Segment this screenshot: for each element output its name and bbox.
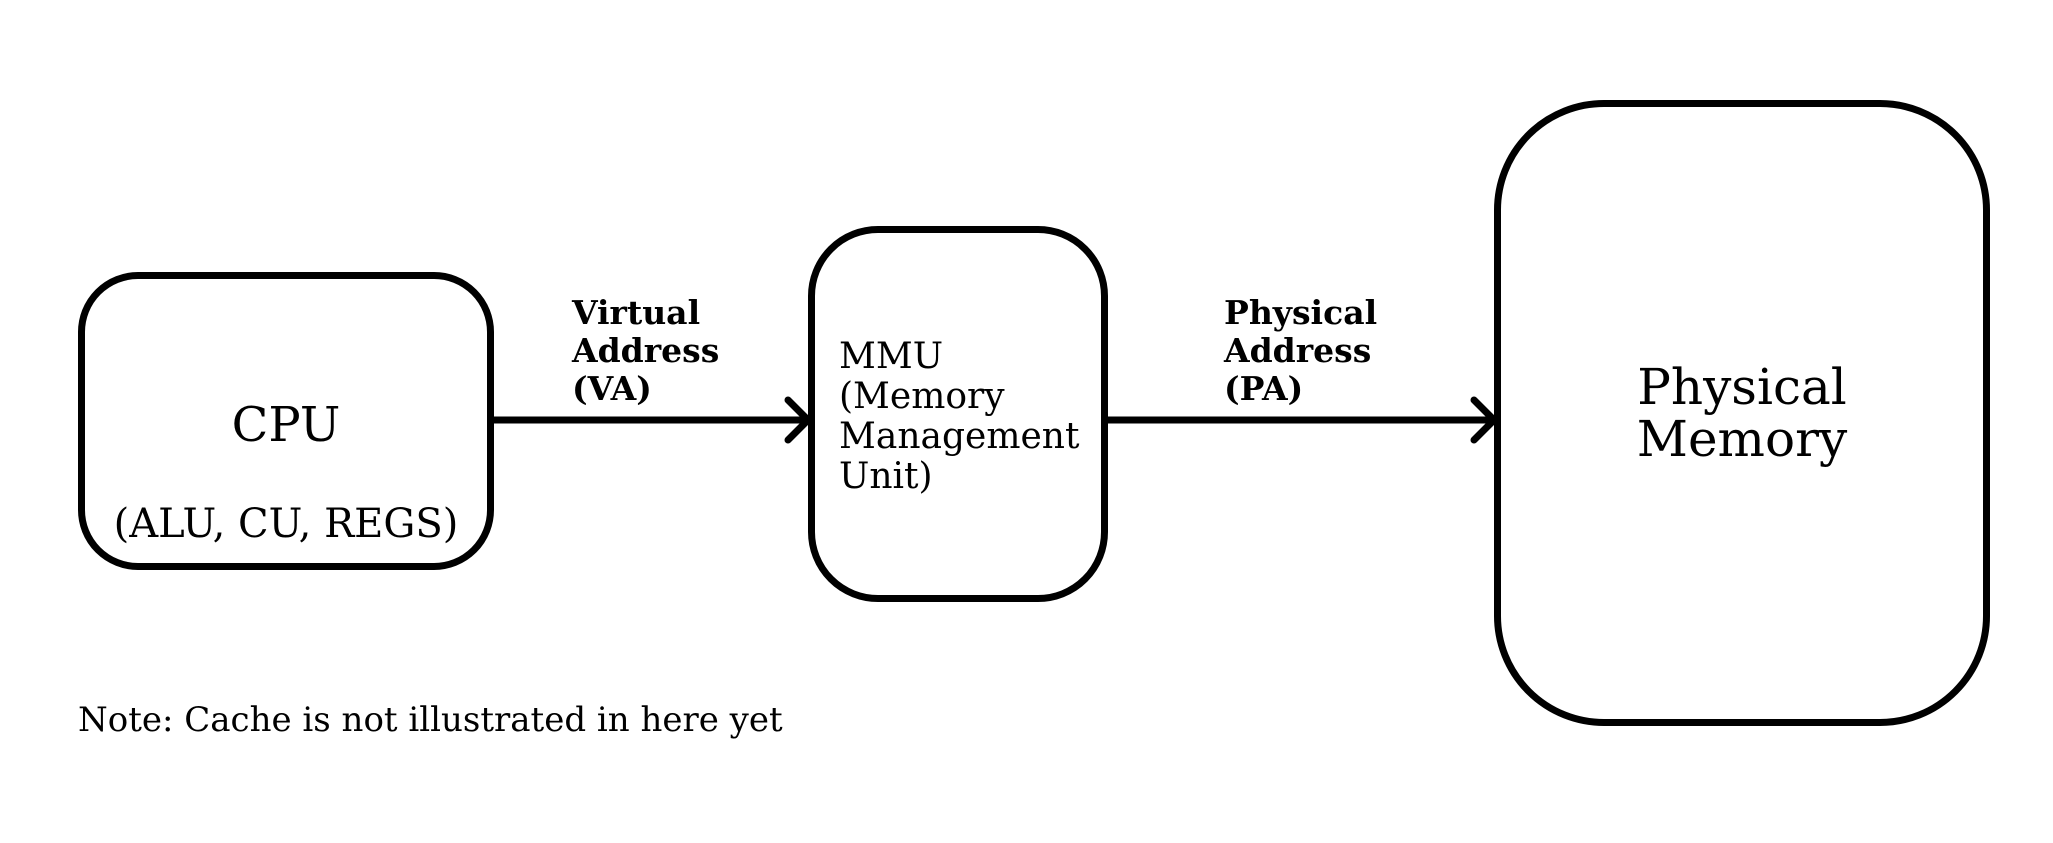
mmu-node: MMU (Memory Management Unit) <box>808 226 1108 602</box>
physical-memory-node: Physical Memory <box>1494 100 1990 726</box>
cpu-title: CPU <box>231 397 341 453</box>
physical-memory-label: Physical Memory <box>1636 358 1848 468</box>
virtual-address-label: Virtual Address (VA) <box>572 293 720 408</box>
diagram-note: Note: Cache is not illustrated in here y… <box>78 700 783 740</box>
cpu-node: CPU (ALU, CU, REGS) <box>78 272 494 570</box>
cpu-subtitle: (ALU, CU, REGS) <box>113 501 459 547</box>
physical-address-label: Physical Address (PA) <box>1224 293 1378 408</box>
mmu-label: MMU (Memory Management Unit) <box>839 336 1080 497</box>
